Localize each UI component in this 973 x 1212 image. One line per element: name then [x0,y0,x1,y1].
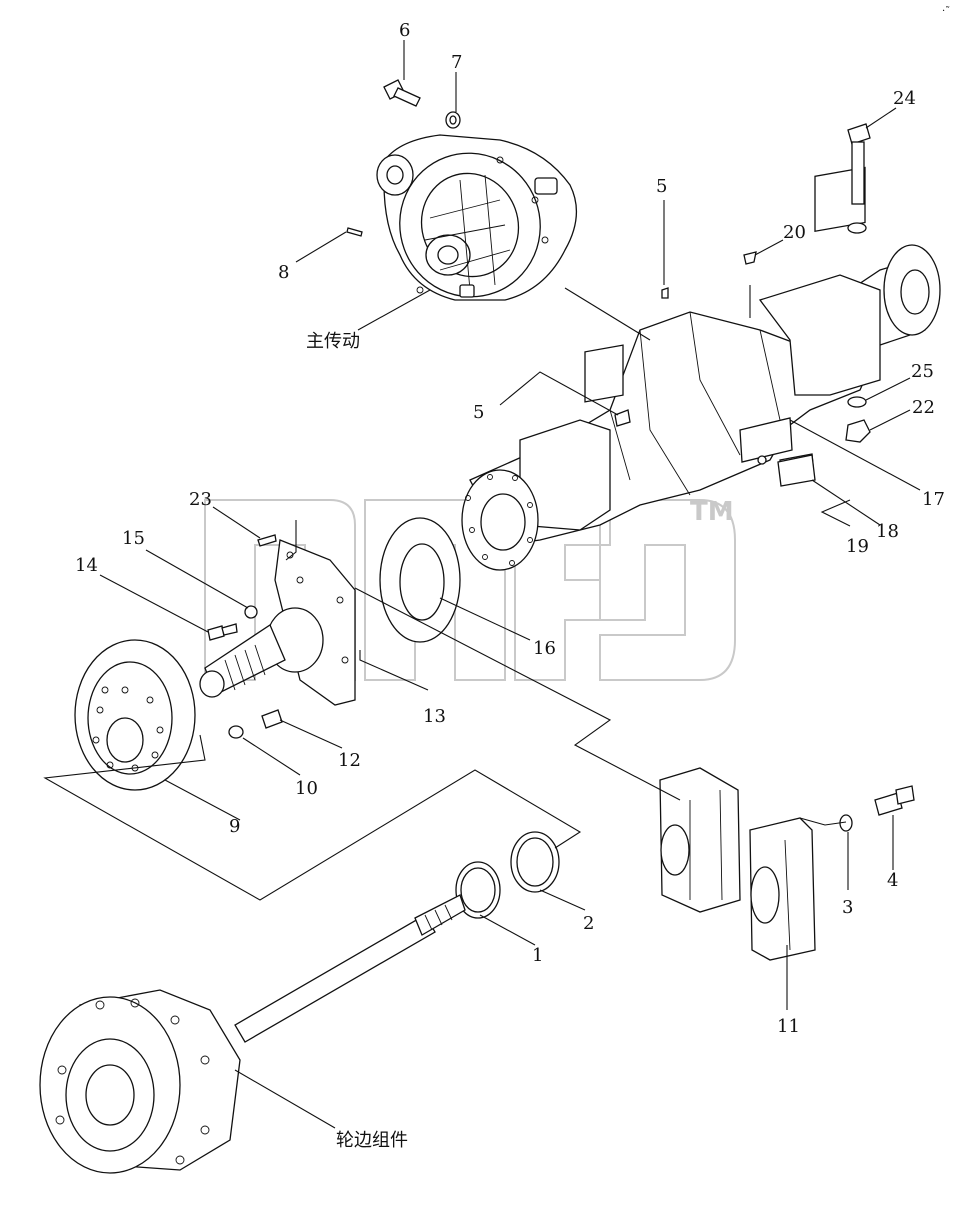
label-13: 13 [423,706,446,727]
axle-housing [469,166,936,546]
bolt-12-washer-10 [228,709,283,739]
label-11: 11 [777,1016,800,1037]
label-25: 25 [911,361,934,382]
label-5-mid: 5 [473,402,484,423]
label-14: 14 [75,555,98,576]
label-2: 2 [583,913,594,934]
label-16: 16 [533,638,556,659]
bolt-24-group [614,123,871,443]
spindle-13 [199,539,356,706]
nameplate-18 [777,454,816,487]
part-labels: 6 7 8 主传动 5 20 24 25 22 17 18 19 5 23 15… [75,20,945,1151]
label-20: 20 [783,222,806,243]
label-wheel-assembly: 轮边组件 [336,1130,408,1151]
seal-rings [455,831,560,919]
brake-disc-9 [74,639,196,791]
wheel-hub-assembly [39,989,241,1174]
label-17: 17 [922,489,945,510]
label-23: 23 [189,489,212,510]
main-drive-differential [376,134,578,301]
label-1: 1 [532,945,543,966]
label-4: 4 [887,870,898,891]
axle-shaft [234,894,466,1043]
label-24: 24 [893,88,916,109]
label-5-top: 5 [656,176,667,197]
label-18: 18 [876,521,899,542]
label-19: 19 [846,536,869,557]
label-22: 22 [912,397,935,418]
watermark-tm: TM [690,497,734,527]
small-fasteners [207,534,277,641]
leader-lines [43,40,921,1129]
label-6: 6 [399,20,410,41]
gasket-16 [379,517,461,643]
housing-flange-right [883,244,941,336]
bolt-6-washer-7 [383,79,461,129]
corner-mark: ·˜ [942,6,950,17]
label-15: 15 [122,528,145,549]
pin-8 [346,227,363,237]
label-10: 10 [295,778,318,799]
label-3: 3 [842,897,853,918]
label-7: 7 [451,52,462,73]
label-8: 8 [278,262,289,283]
label-9: 9 [229,816,240,837]
label-12: 12 [338,750,361,771]
bolt-4-washer-3 [839,785,915,832]
brake-caliper-11 [659,767,816,961]
label-main-drive: 主传动 [306,331,360,352]
housing-flange-left [461,469,539,571]
